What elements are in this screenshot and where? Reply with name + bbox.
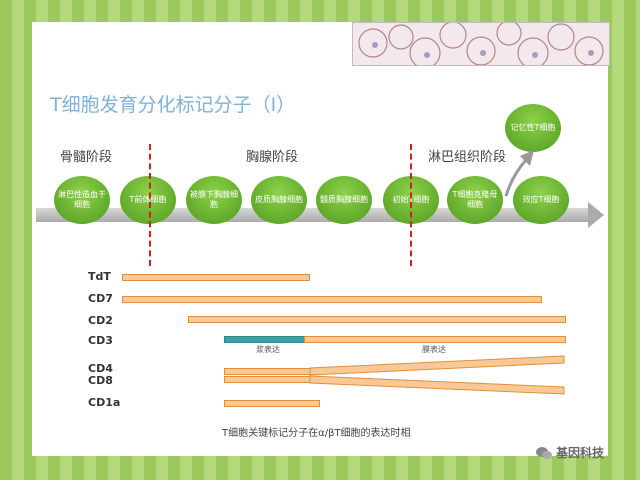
cell-t-precursor: T前体细胞 <box>120 176 176 224</box>
marker-label-cd4: CD4 <box>88 362 113 375</box>
stage-thymus: 胸腺阶段 <box>246 150 299 165</box>
bar-cd7 <box>122 296 542 303</box>
figure-caption: T细胞关键标记分子在α/βT细胞的表达时相 <box>222 428 411 439</box>
slide-title: T细胞发育分化标记分子（I） <box>50 94 296 116</box>
marker-label-tdt: TdT <box>88 270 111 283</box>
cell-lymphoid-stem: 淋巴性造血干细胞 <box>54 176 110 224</box>
divider-marrow-thymus <box>149 144 151 266</box>
stage-bone-marrow: 骨髓阶段 <box>60 150 113 165</box>
watermark: 基因科技 <box>536 444 604 461</box>
bar-cd1a <box>224 400 320 407</box>
marker-label-cd3: CD3 <box>88 334 113 347</box>
divider-thymus-lymphoid <box>410 144 412 266</box>
marker-label-cd2: CD2 <box>88 314 113 327</box>
marker-label-cd1a: CD1a <box>88 396 121 409</box>
label-membrane-expression: 膜表达 <box>422 345 446 354</box>
cell-cortical-thymocyte: 皮质胸腺细胞 <box>251 176 307 224</box>
histology-photo <box>352 22 610 66</box>
cell-memory-t: 记忆性T细胞 <box>505 104 561 152</box>
stage-lymphoid-tissue: 淋巴组织阶段 <box>428 150 507 165</box>
cell-t-blast: T细胞克隆母细胞 <box>447 176 503 224</box>
label-cytoplasmic-expression: 浆表达 <box>256 345 280 354</box>
cell-medullary-thymocyte: 髓质胸腺细胞 <box>316 176 372 224</box>
bar-tdt <box>122 274 310 281</box>
marker-label-cd7: CD7 <box>88 292 113 305</box>
marker-label-cd8: CD8 <box>88 374 113 387</box>
cell-subcapsular-thymocyte: 被膜下胸腺细胞 <box>186 176 242 224</box>
cell-effector-t: 效应T细胞 <box>513 176 569 224</box>
watermark-text: 基因科技 <box>556 446 605 460</box>
bar-cd2 <box>188 316 566 323</box>
bar-cd3-membrane <box>304 336 566 343</box>
wechat-icon <box>536 446 552 459</box>
timeline-arrow-head <box>588 202 604 228</box>
